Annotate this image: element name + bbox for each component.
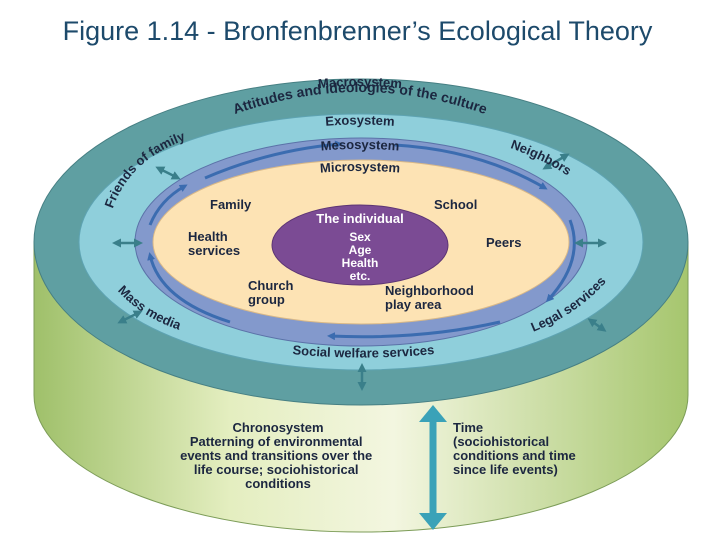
individual-label: The individual bbox=[316, 211, 403, 226]
macrosystem-label: Macrosystem bbox=[317, 74, 402, 91]
figure-title: Figure 1.14 - Bronfenbrenner’s Ecologica… bbox=[62, 16, 653, 46]
chronosystem-label: Chronosystem bbox=[232, 420, 323, 435]
chronosystem-description: Patterning of environmental events and t… bbox=[180, 434, 376, 491]
connector-arrows bbox=[112, 153, 607, 391]
exo-item-welfare: Social welfare services bbox=[292, 342, 435, 360]
time-label: Time bbox=[453, 420, 483, 435]
micro-item-school: School bbox=[434, 197, 477, 212]
micro-item-family: Family bbox=[210, 197, 252, 212]
mesosystem-arrows bbox=[147, 140, 576, 341]
mesosystem-label: Mesosystem bbox=[320, 137, 400, 154]
microsystem-label: Microsystem bbox=[319, 159, 400, 176]
individual-circle bbox=[271, 204, 449, 286]
time-arrow bbox=[419, 405, 447, 530]
micro-item-peers: Peers bbox=[486, 235, 521, 250]
time-description: (sociohistorical conditions and time sin… bbox=[453, 434, 579, 477]
exosystem-label: Exosystem bbox=[325, 112, 395, 128]
